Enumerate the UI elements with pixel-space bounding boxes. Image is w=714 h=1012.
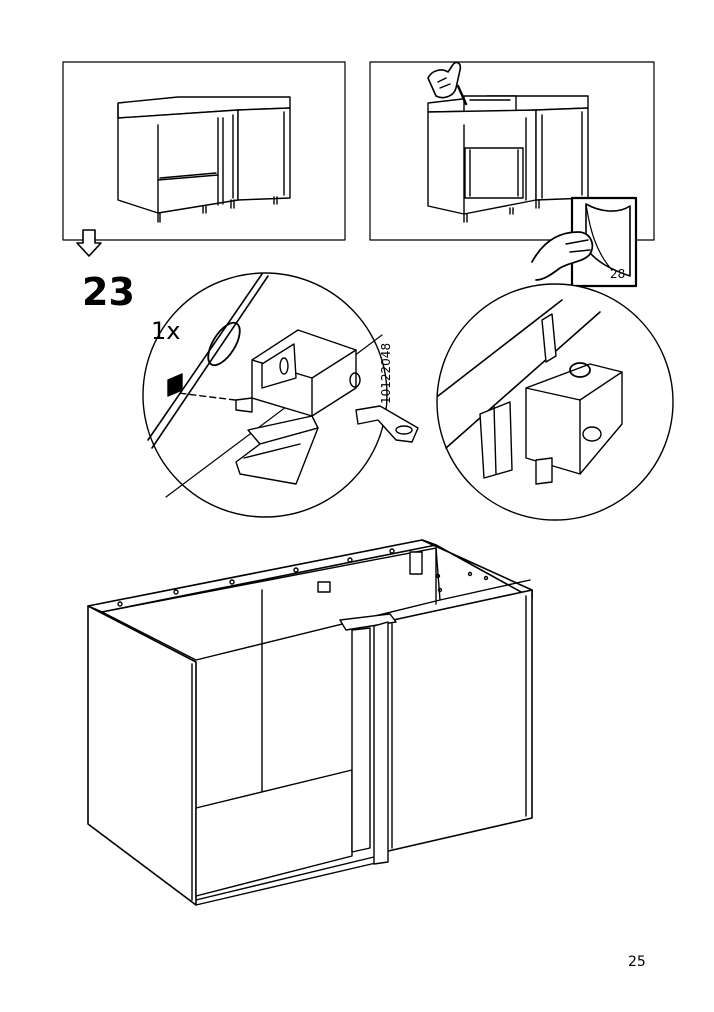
step-number: 23 <box>82 270 135 314</box>
hand-pointing-icon <box>427 61 462 99</box>
bracket-installed-circle <box>436 283 674 521</box>
step-arrow-icon <box>76 229 102 257</box>
part-number: 10122048 <box>379 343 393 404</box>
quantity-label: 1x <box>151 317 180 345</box>
sink-cabinet-panel <box>369 61 655 241</box>
cabinet-front-panel <box>62 61 346 257</box>
bracket-detail-circle <box>142 272 419 518</box>
reference-page-number: 28 <box>610 267 625 281</box>
page-turn-reference <box>531 196 638 288</box>
hand-page-turn-icon <box>531 231 594 281</box>
page-number: 25 <box>628 954 646 970</box>
corner-cabinet-main <box>87 539 533 906</box>
